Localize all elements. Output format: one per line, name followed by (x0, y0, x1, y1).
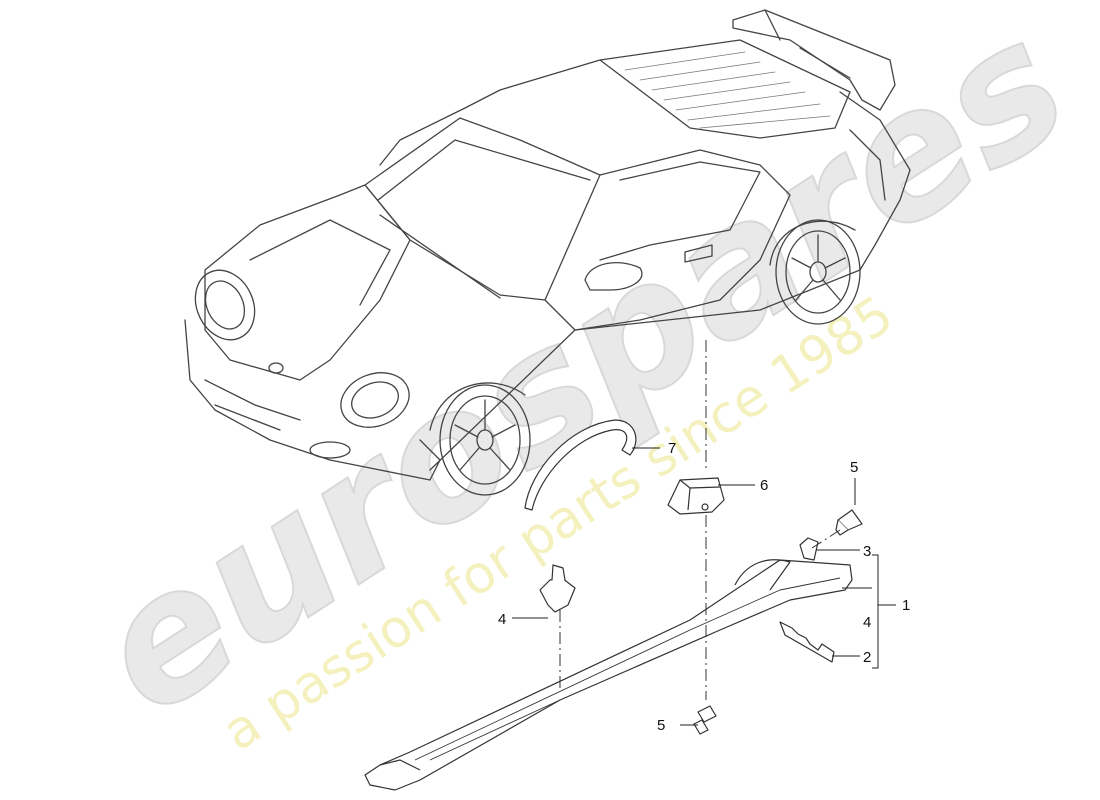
car-drawing (184, 9, 911, 496)
left-headlight (194, 269, 256, 341)
door (544, 149, 791, 331)
rear-window-slats (624, 51, 831, 129)
callout-7: 7 (668, 440, 676, 457)
callout-1: 1 (902, 597, 910, 614)
rear-window (599, 39, 851, 139)
part-clip-nut-3 (799, 537, 819, 561)
front-bumper (184, 319, 441, 481)
parts (364, 419, 863, 791)
part-side-skirt-1 (364, 559, 853, 791)
callout-6: 6 (760, 477, 768, 494)
front-wheel (439, 384, 531, 496)
right-headlight (340, 372, 410, 428)
part-comb-strip-2 (779, 621, 835, 663)
part-clip-pin-4 (539, 564, 576, 613)
wiper (379, 214, 501, 299)
group-bracket (872, 554, 896, 669)
watermark: eurospares a passion for parts since 198… (61, 0, 1100, 763)
windshield (364, 117, 601, 301)
watermark-brand-logo: eurospares (62, 0, 1100, 755)
callout-4-clip: 4 (498, 611, 506, 628)
callout-2: 2 (863, 649, 871, 666)
part-wheel-arch-trim (524, 419, 637, 511)
callout-5-top: 5 (850, 459, 858, 476)
part-screw-bottom (693, 705, 717, 735)
porsche-crest (268, 362, 284, 374)
part-screw-top (835, 509, 863, 536)
hood (204, 184, 411, 381)
door-handle (684, 244, 713, 263)
leader-lines (512, 447, 896, 726)
callouts: 7 6 5 3 1 4 2 4 5 (498, 440, 910, 734)
callout-5-bottom: 5 (657, 717, 665, 734)
rear-spoiler (732, 9, 896, 111)
callout-3: 3 (863, 543, 871, 560)
rear-fender (839, 91, 911, 271)
callout-4-bracket: 4 (863, 614, 871, 631)
side-mirror (584, 262, 643, 291)
part-bracket-6 (667, 477, 725, 515)
assembly-dashed-lines (559, 340, 841, 700)
rear-wheel (775, 219, 861, 325)
